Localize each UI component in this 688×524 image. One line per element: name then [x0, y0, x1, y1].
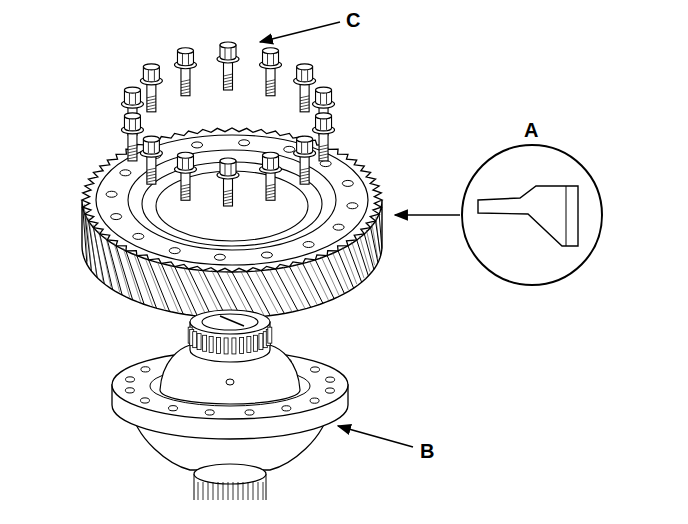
ring-gear-bolts	[121, 42, 334, 206]
leader-arrows	[260, 22, 460, 447]
differential-carrier	[112, 310, 348, 500]
tooth-profile-detail	[462, 145, 602, 285]
callout-letter: A	[524, 120, 538, 140]
ring-gear	[82, 128, 382, 318]
callout-letter: C	[346, 10, 360, 30]
callout-letter: B	[420, 441, 434, 461]
